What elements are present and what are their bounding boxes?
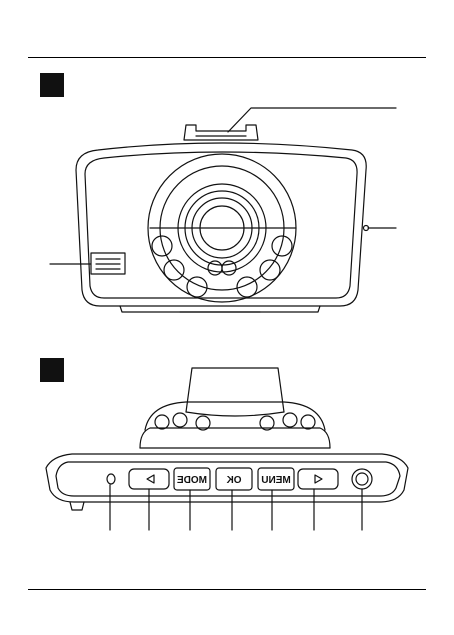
- mode-button-label: MODE: [177, 475, 207, 486]
- ir-led: [164, 260, 184, 280]
- camera-body: [76, 143, 366, 306]
- ir-led: [272, 236, 292, 256]
- left-button: [129, 469, 169, 489]
- ok-button-label: OK: [226, 475, 242, 486]
- power-button: [352, 469, 372, 489]
- mount-clip: [184, 125, 258, 140]
- callout-mount: [228, 108, 396, 132]
- front-view-figure: [50, 108, 396, 312]
- ir-led: [152, 236, 172, 256]
- right-button: [298, 469, 338, 489]
- status-led: [107, 474, 115, 484]
- menu-button-label: MENU: [261, 475, 290, 486]
- ir-led: [260, 260, 280, 280]
- top-view-figure: [46, 368, 408, 530]
